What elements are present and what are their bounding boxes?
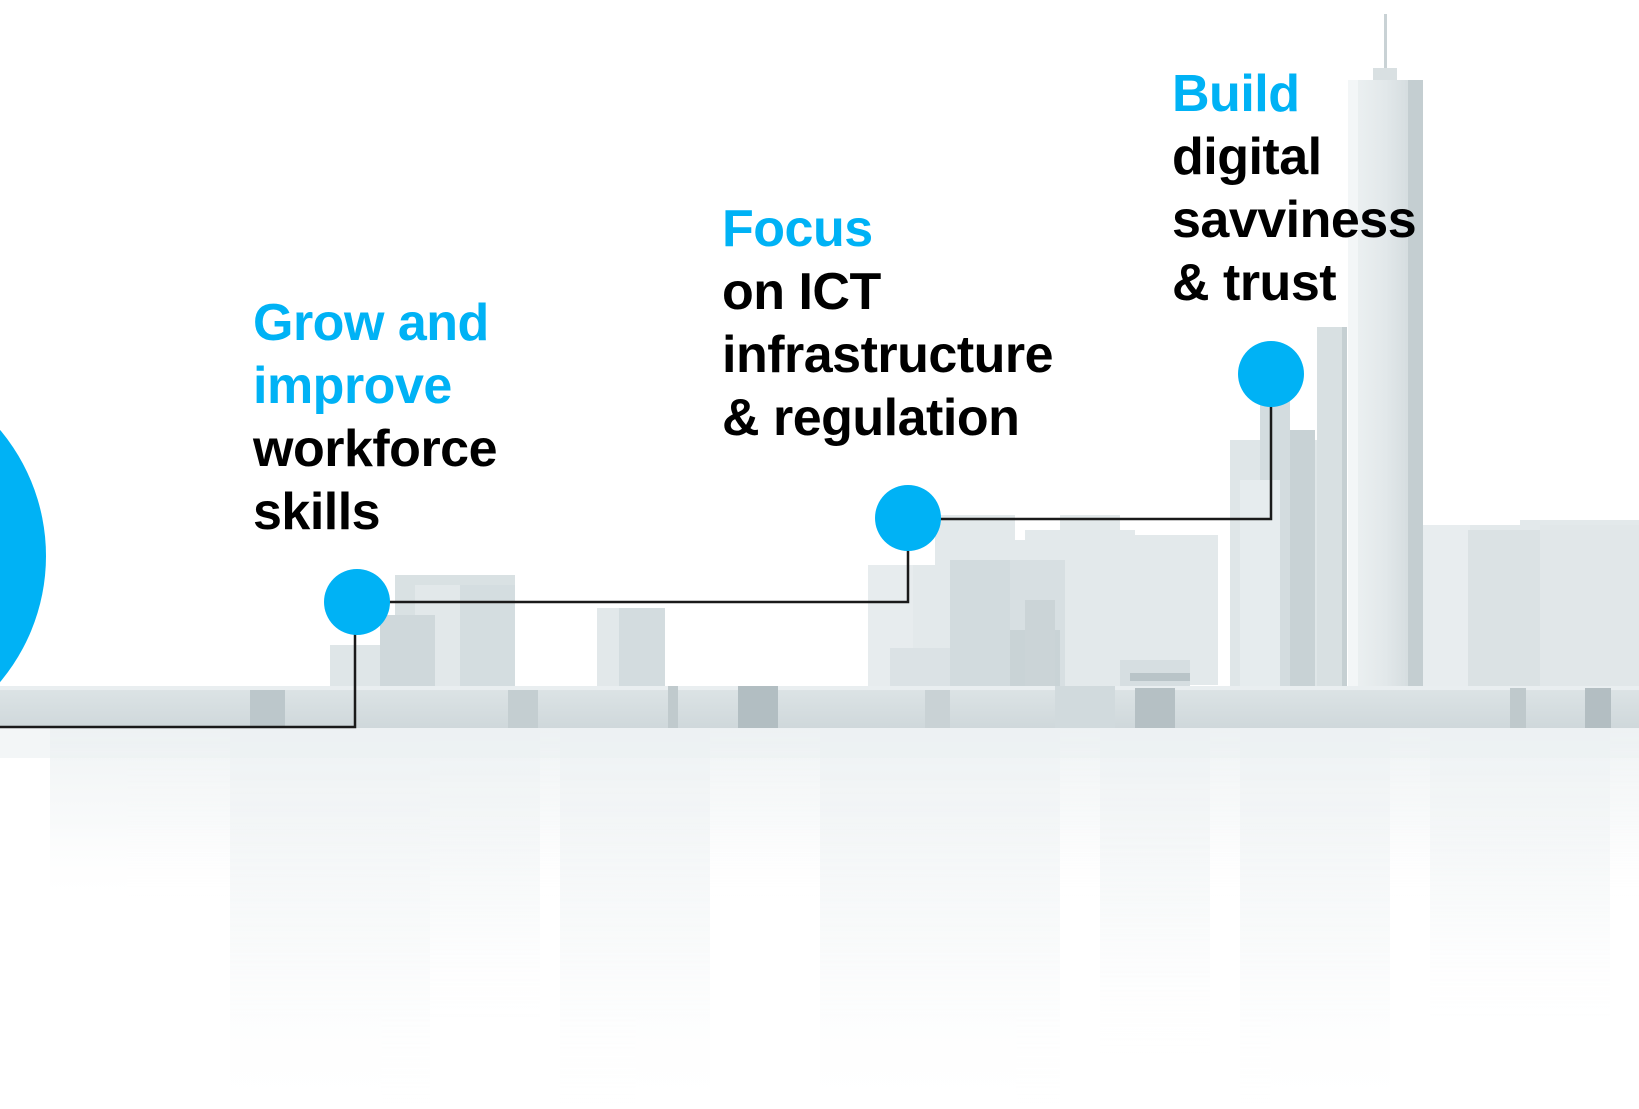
step-3-body-line-3: & trust [1172, 254, 1337, 312]
tall-tower [1348, 14, 1423, 690]
step-2-body-line-2: infrastructure [722, 326, 1054, 384]
step-3-marker [1238, 341, 1304, 407]
step-2-body-line-3: & regulation [722, 389, 1020, 447]
step-1-marker [324, 569, 390, 635]
step-3-body-line-1: digital [1172, 128, 1322, 186]
skyline-reflection [0, 728, 1639, 1109]
ground-strip [0, 686, 1639, 728]
step-3-label: Build digital savviness & trust [1172, 63, 1417, 315]
step-3-body-line-2: savviness [1172, 191, 1417, 249]
step-1-body-line-2: skills [253, 483, 381, 541]
step-1-body-line-1: workforce [253, 420, 498, 478]
step-2-marker [875, 485, 941, 551]
start-circle-marker [0, 429, 46, 683]
step-2-highlight-line-1: Focus [722, 200, 873, 258]
step-1-label: Grow and improve workforce skills [253, 292, 498, 544]
step-3-highlight-line-1: Build [1172, 65, 1300, 123]
step-1-highlight-line-2: improve [253, 357, 452, 415]
step-2-label: Focus on ICT infrastructure & regulation [722, 198, 1054, 450]
step-1-highlight-line-1: Grow and [253, 294, 489, 352]
step-2-body-line-1: on ICT [722, 263, 881, 321]
step-connector [0, 374, 1273, 729]
